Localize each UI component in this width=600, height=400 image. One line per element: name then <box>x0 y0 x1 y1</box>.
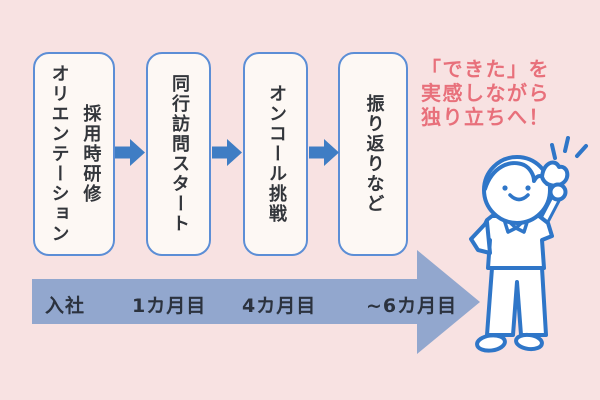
step-3-label: オンコール挑戦 <box>265 84 287 224</box>
akimbo-arm <box>469 220 492 255</box>
headline-text: 「できた」を 実感しながら 独り立ちへ！ <box>421 57 550 129</box>
step-4-label: 振り返りなど <box>363 94 385 214</box>
arrow-right-icon <box>212 139 242 166</box>
shoe-left <box>475 333 507 353</box>
fist <box>548 182 568 202</box>
hair-ponytail <box>540 160 570 188</box>
head <box>482 155 552 225</box>
caregiver-illustration <box>469 136 588 353</box>
shoe-right <box>514 332 544 352</box>
step-box-recruitment-training: 採用時研修 オリエンテーション <box>33 52 115 256</box>
step-1-label-primary: 採用時研修 <box>80 104 102 204</box>
arrow-right-icon <box>309 139 339 166</box>
step-box-oncall-challenge: オンコール挑戦 <box>243 52 308 256</box>
face <box>502 185 531 202</box>
sparkle-icon <box>550 136 588 160</box>
headline-line-3: 独り立ちへ！ <box>421 105 550 129</box>
headline-line-1: 「できた」を <box>421 57 550 81</box>
step-2-label: 同行訪問スタート <box>168 74 190 234</box>
timeline-label-month-4: 4カ月目 <box>242 295 317 317</box>
step-1-label-secondary: オリエンテーション <box>48 64 70 244</box>
raised-arm <box>539 192 562 225</box>
pants <box>485 266 548 337</box>
arrow-right-icon <box>115 139 145 166</box>
timeline-label-month-1: 1カ月目 <box>132 295 207 317</box>
headline-line-2: 実感しながら <box>421 81 550 105</box>
timeline-arrow <box>32 250 480 354</box>
timeline-label-joining: 入社 <box>45 295 86 317</box>
step-box-accompanied-visits: 同行訪問スタート <box>146 52 211 256</box>
timeline-label-month-6: ~6カ月目 <box>366 295 458 317</box>
step-box-review: 振り返りなど <box>338 52 408 256</box>
